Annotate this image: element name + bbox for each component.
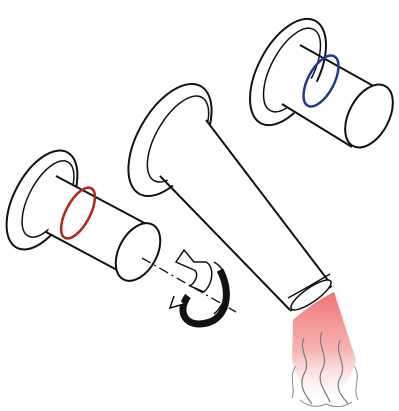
water-stream [292,292,358,407]
steam-line [300,400,352,407]
steam-line [354,366,358,400]
cold-water-handle-icon [234,7,399,156]
rotation-arrow-icon [142,250,236,324]
